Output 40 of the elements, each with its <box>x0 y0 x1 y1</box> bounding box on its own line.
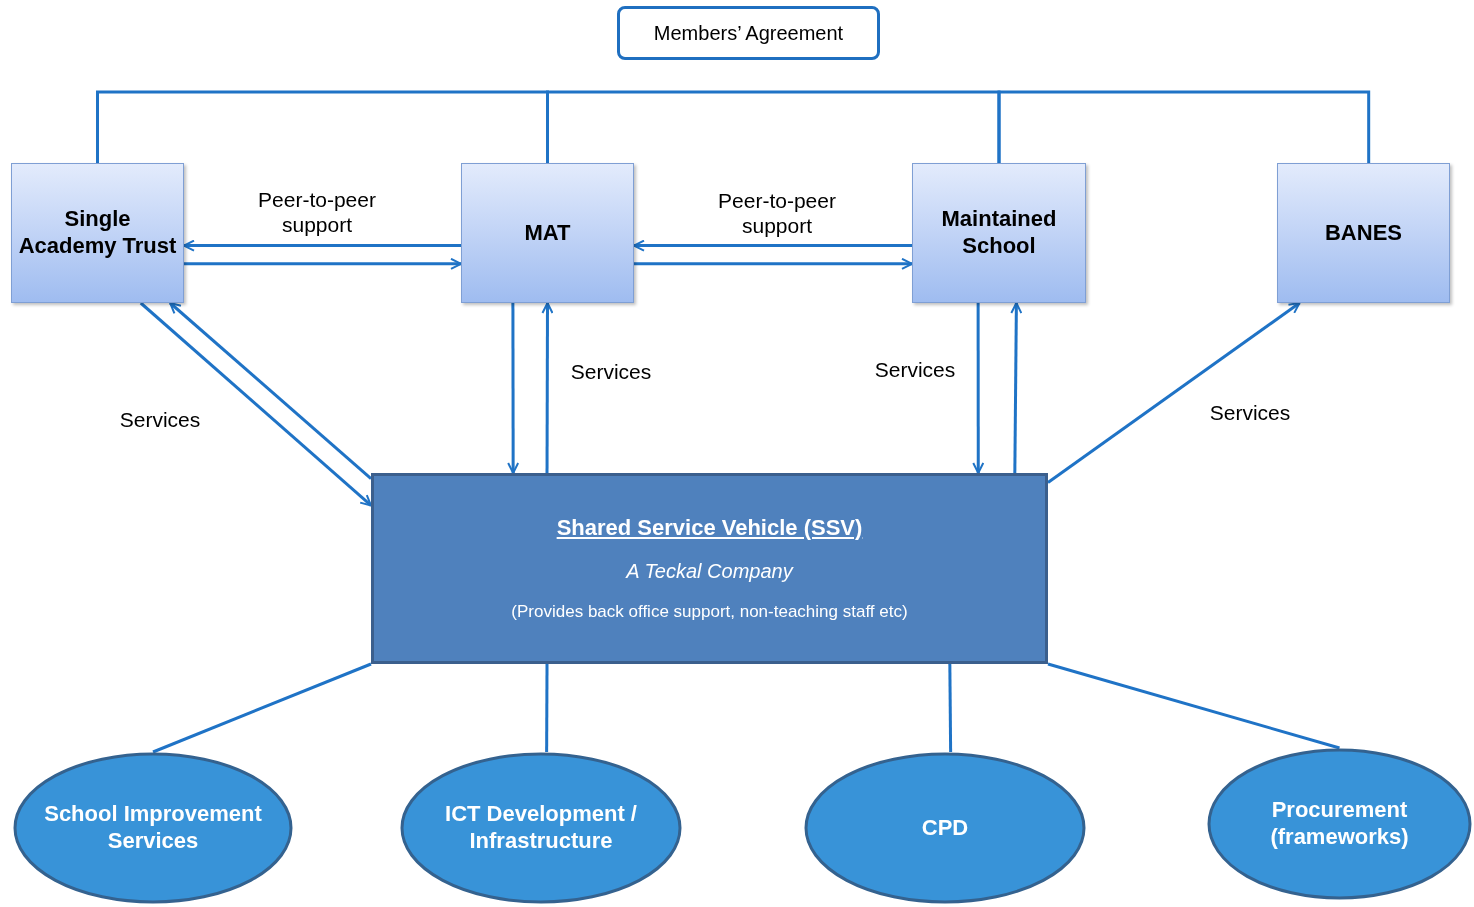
service-ellipse <box>400 752 682 904</box>
connector-line <box>545 664 549 752</box>
vehicle-subtitle: A Teckal Company <box>626 559 793 584</box>
node-label: Single Academy Trust <box>17 206 178 260</box>
arrow <box>972 303 985 474</box>
node-label: Procurement (frameworks) <box>1269 797 1410 851</box>
connector-line <box>997 90 1371 163</box>
arrow <box>139 301 372 507</box>
arrow <box>184 257 462 270</box>
arrow <box>507 303 520 474</box>
service-vehicle-box <box>371 473 1048 664</box>
service-ellipse <box>1207 748 1472 900</box>
arrow <box>1010 302 1023 473</box>
node-label: MAT <box>523 219 572 247</box>
vehicle-description: (Provides back office support, non-teaching staff etc) <box>511 601 908 623</box>
node-label: Maintained School <box>940 206 1058 260</box>
organisation-box <box>461 163 634 303</box>
node-label: Members’ Agreement <box>653 20 844 46</box>
organisation-box <box>912 163 1086 303</box>
arrow <box>169 301 372 480</box>
arrow <box>634 257 913 270</box>
agreement-box <box>617 6 880 60</box>
connector-line <box>948 664 953 752</box>
node-label: CPD <box>920 814 970 842</box>
connector-line <box>546 90 1001 163</box>
node-label: ICT Development / Infrastructure <box>444 801 638 855</box>
arrow <box>1047 301 1301 484</box>
connector-line <box>96 90 549 163</box>
node-label: BANES <box>1324 219 1403 247</box>
connector-line <box>152 662 372 754</box>
arrow <box>541 302 554 473</box>
service-ellipse <box>13 752 293 904</box>
vehicle-title: Shared Service Vehicle (SSV) <box>556 514 863 542</box>
arrow <box>633 239 912 252</box>
service-ellipse <box>804 752 1086 904</box>
organisation-box <box>1277 163 1450 303</box>
node-label: School Improvement Services <box>43 801 263 855</box>
arrow <box>183 239 461 252</box>
connector-line <box>1047 662 1340 750</box>
organisation-box <box>11 163 184 303</box>
